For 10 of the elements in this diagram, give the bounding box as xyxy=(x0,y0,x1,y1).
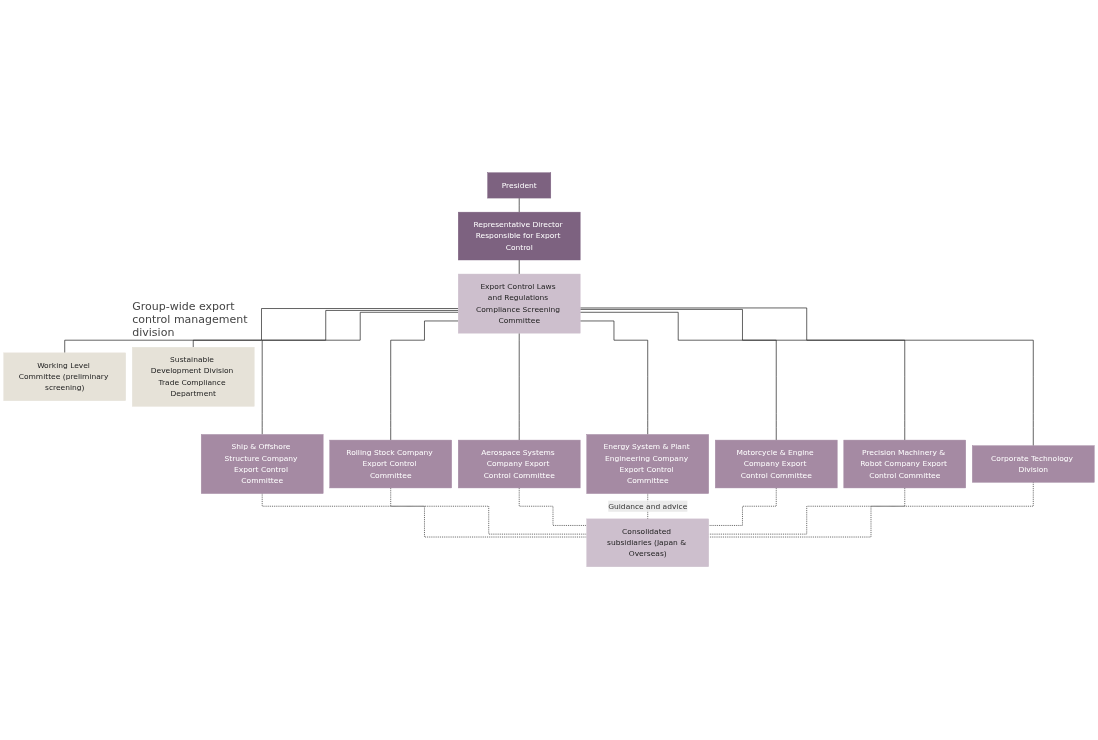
connector xyxy=(579,312,777,441)
connector xyxy=(390,320,459,441)
connector xyxy=(579,320,649,436)
connector xyxy=(64,308,459,354)
connector xyxy=(579,309,906,441)
connector xyxy=(261,493,588,538)
connector xyxy=(708,487,777,527)
connector xyxy=(579,307,1034,447)
connector xyxy=(261,312,459,436)
connector xyxy=(192,310,459,348)
